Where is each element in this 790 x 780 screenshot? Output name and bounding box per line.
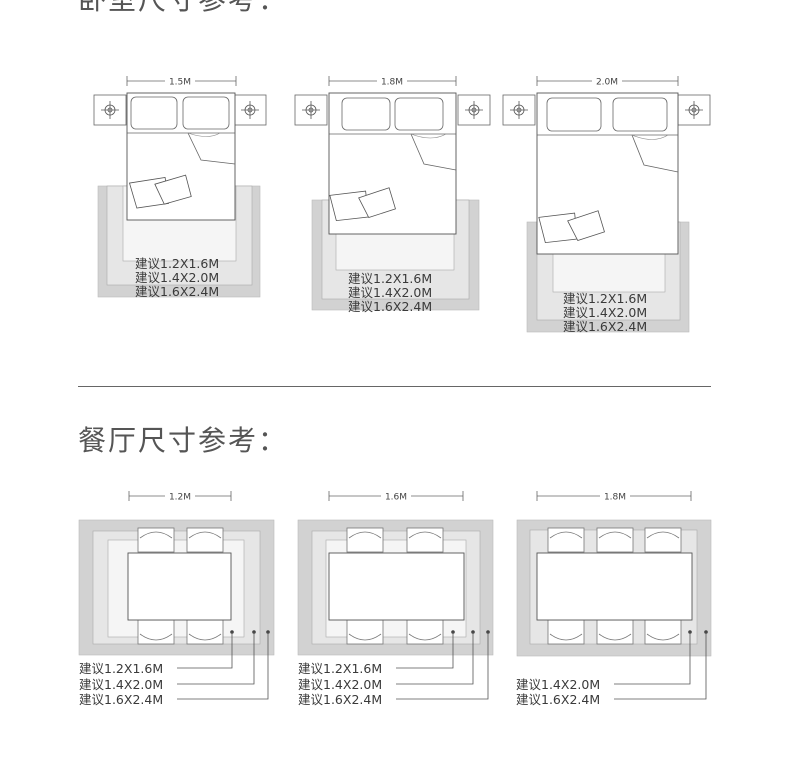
bed-width-label: 1.8M (381, 78, 403, 88)
rug-suggestion-label: 建议1.4X2.0M (135, 270, 219, 285)
dining-section-title: 餐厅尺寸参考： (78, 424, 289, 457)
rug-suggestion-label: 建议1.6X2.4M (563, 319, 647, 334)
rug-suggestion-label: 建议1.6X2.4M (516, 692, 600, 707)
rug-suggestion-label: 建议1.4X2.0M (516, 677, 600, 692)
rug-suggestion-label: 建议1.2X1.6M (298, 661, 382, 676)
rug-suggestion-label: 建议1.4X2.0M (79, 677, 163, 692)
table-width-label: 1.2M (169, 493, 191, 503)
section-divider (78, 386, 711, 387)
bed-diagram-1: 1.5M 建议1.2X1.6M 建议1.4X2.0M 建议1.6X2.4M (93, 75, 267, 299)
bed-diagram-3: 2.0M 建议1.2X1.6M 建议1.4X2.0M 建议1.6X2.4M (502, 75, 711, 334)
rug-suggestion-label: 建议1.2X1.6M (563, 291, 647, 306)
dining-diagram-1: 1.2M 建议1.2X1.6M 建议1.4X2.0M 建议1.6X2.4M (78, 490, 275, 707)
bed-width-label: 1.5M (169, 78, 191, 88)
rug-suggestion-label: 建议1.4X2.0M (348, 285, 432, 300)
rug-suggestion-label: 建议1.6X2.4M (79, 692, 163, 707)
rug-suggestion-label: 建议1.6X2.4M (135, 284, 219, 299)
table-width-label: 1.8M (604, 493, 626, 503)
dining-diagram-2: 1.6M 建议1.2X1.6M 建议1.4X2.0M 建议1.6X2.4M (297, 490, 494, 707)
dining-diagram-3: 1.8M 建议1.4X2.0M 建议1.6X2.4M (516, 490, 712, 707)
bed-width-label: 2.0M (596, 78, 618, 88)
rug-suggestion-label: 建议1.6X2.4M (298, 692, 382, 707)
bed-diagram-2: 1.8M 建议1.2X1.6M 建议1.4X2.0M 建议1.6X2.4M (294, 75, 491, 314)
rug-suggestion-label: 建议1.4X2.0M (298, 677, 382, 692)
bedroom-section-title: 卧室尺寸参考： (78, 0, 288, 18)
rug-suggestion-label: 建议1.2X1.6M (79, 661, 163, 676)
table-width-label: 1.6M (385, 493, 407, 503)
rug-suggestion-label: 建议1.6X2.4M (348, 299, 432, 314)
rug-suggestion-label: 建议1.2X1.6M (135, 256, 219, 271)
rug-suggestion-label: 建议1.4X2.0M (563, 305, 647, 320)
rug-suggestion-label: 建议1.2X1.6M (348, 271, 432, 286)
